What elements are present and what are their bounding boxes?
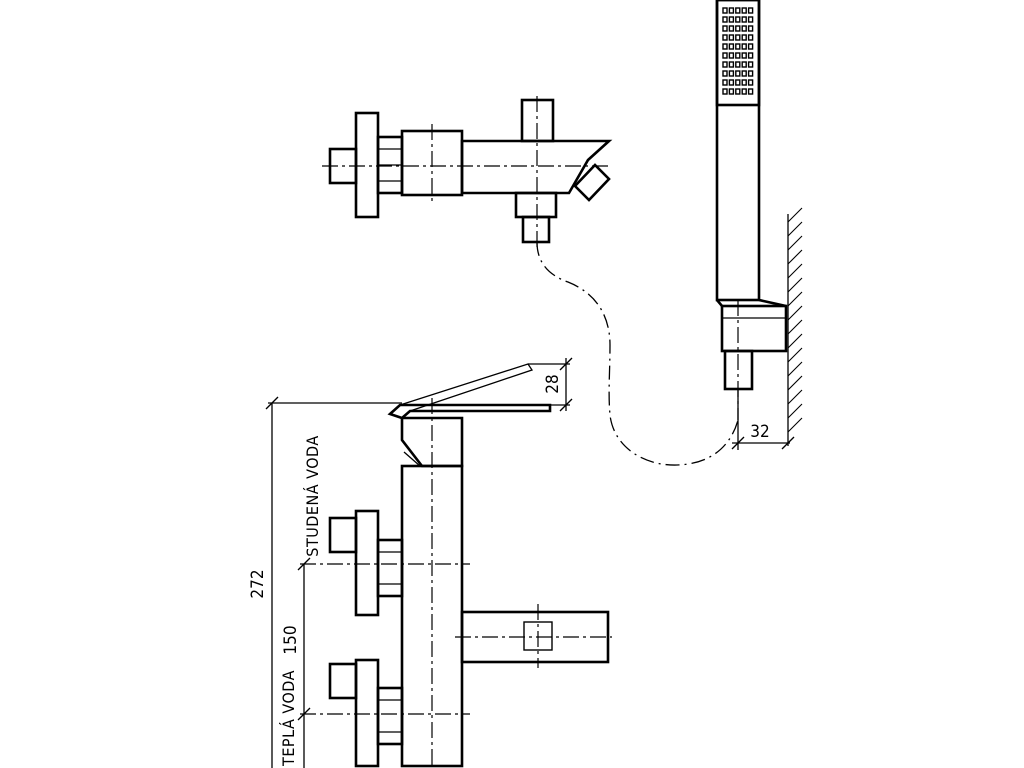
hot-inlet-pipe — [328, 662, 358, 700]
shower-hose — [536, 241, 739, 466]
dimension-lines — [265, 357, 795, 768]
top-aerator — [573, 163, 611, 202]
hot-flange — [354, 658, 380, 768]
mixer-top-view — [322, 96, 613, 248]
top-outlet-pipe — [521, 215, 551, 244]
label-cold-water: STUDENÁ VODA — [303, 435, 322, 556]
cold-hex-nut — [376, 538, 404, 598]
label-hot-water: TEPLÁ VODA — [279, 670, 298, 767]
dimension-150: 150 — [281, 625, 301, 654]
top-spout-body — [460, 139, 613, 195]
hot-hex-nut — [376, 686, 404, 746]
wall-section — [787, 207, 803, 446]
cold-flange — [354, 509, 380, 617]
dimension-28: 28 — [543, 374, 563, 393]
shower-head — [715, 0, 761, 107]
front-lever-raised — [399, 363, 534, 412]
shower-nozzle-grid — [722, 7, 754, 95]
front-aerator — [523, 621, 553, 651]
front-lever — [387, 403, 552, 420]
mixer-front-view — [300, 363, 612, 768]
dimension-32: 32 — [750, 422, 769, 442]
cold-inlet-pipe — [328, 516, 358, 554]
top-outlet-nut — [514, 191, 558, 219]
dimension-272: 272 — [248, 569, 268, 598]
holder-block — [720, 304, 788, 353]
shower-holder — [716, 298, 788, 420]
top-flange — [354, 111, 380, 219]
hand-shower — [715, 0, 761, 302]
